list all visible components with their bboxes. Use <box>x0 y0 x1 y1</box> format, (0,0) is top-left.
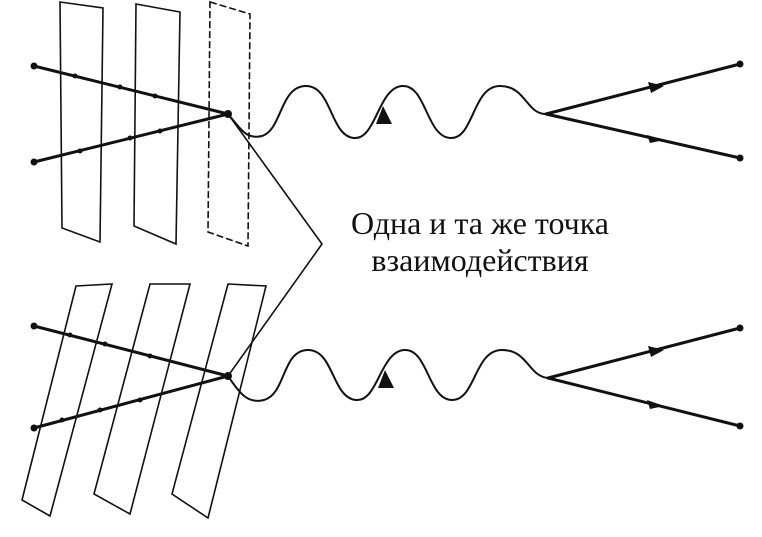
lower-plate-3 <box>171 283 268 520</box>
annotation-text-line-2: взаимодействия <box>371 242 589 278</box>
lower-outgoing-particles <box>546 324 744 430</box>
upper-end-point-1 <box>736 60 744 68</box>
upper-track-dot <box>152 93 158 99</box>
upper-source-point-2 <box>30 158 38 166</box>
upper-track-dot <box>127 135 133 141</box>
upper-incoming-track-1 <box>32 64 230 116</box>
annotation-text-line-1: Одна и та же точка <box>351 205 609 241</box>
upper-track-dot <box>157 128 163 134</box>
upper-track-dot <box>72 73 78 79</box>
lower-track-dot <box>147 353 153 359</box>
upper-source-point-1 <box>30 62 38 70</box>
lower-track-dot <box>59 417 65 423</box>
lower-wave-arrow-icon <box>378 370 394 388</box>
lower-source-point-1 <box>30 322 38 330</box>
upper-plate-3 <box>207 0 251 248</box>
lower-wave-propagator <box>227 348 549 402</box>
upper-out-arrow-icon <box>648 82 664 93</box>
lower-incoming-particles <box>30 322 230 432</box>
lower-incoming-track-2 <box>32 374 230 430</box>
lower-out-arrow-icon <box>647 400 664 409</box>
upper-end-point-2 <box>736 154 744 162</box>
upper-outgoing-track-1 <box>544 62 742 116</box>
lower-end-point-2 <box>736 422 744 430</box>
lower-track-dot <box>67 332 73 338</box>
upper-plate-2 <box>133 3 181 246</box>
lower-incoming-track-1 <box>32 324 230 378</box>
label-leader-lines <box>227 113 323 377</box>
lower-plates <box>21 283 268 520</box>
upper-track-dot <box>77 148 83 154</box>
upper-outgoing-track-2 <box>544 112 742 160</box>
lower-plate-1 <box>21 283 114 518</box>
upper-plates <box>59 0 251 248</box>
upper-incoming-particles <box>30 62 230 166</box>
upper-out-arrow-icon <box>647 135 664 143</box>
upper-wave-propagator <box>227 84 547 140</box>
lower-track-dot <box>97 407 103 413</box>
lower-outgoing-track-2 <box>546 376 742 428</box>
lower-outgoing-track-1 <box>546 326 742 380</box>
lower-source-point-2 <box>30 424 38 432</box>
upper-outgoing-particles <box>544 60 744 162</box>
upper-wave-arrow-icon <box>376 106 392 124</box>
upper-plate-1 <box>59 1 104 244</box>
upper-track-dot <box>117 84 123 90</box>
lower-out-arrow-icon <box>648 346 664 357</box>
lower-track-dot <box>102 341 108 347</box>
lower-plate-2 <box>93 283 192 516</box>
lower-track-dot <box>137 397 143 403</box>
lower-end-point-1 <box>736 324 744 332</box>
